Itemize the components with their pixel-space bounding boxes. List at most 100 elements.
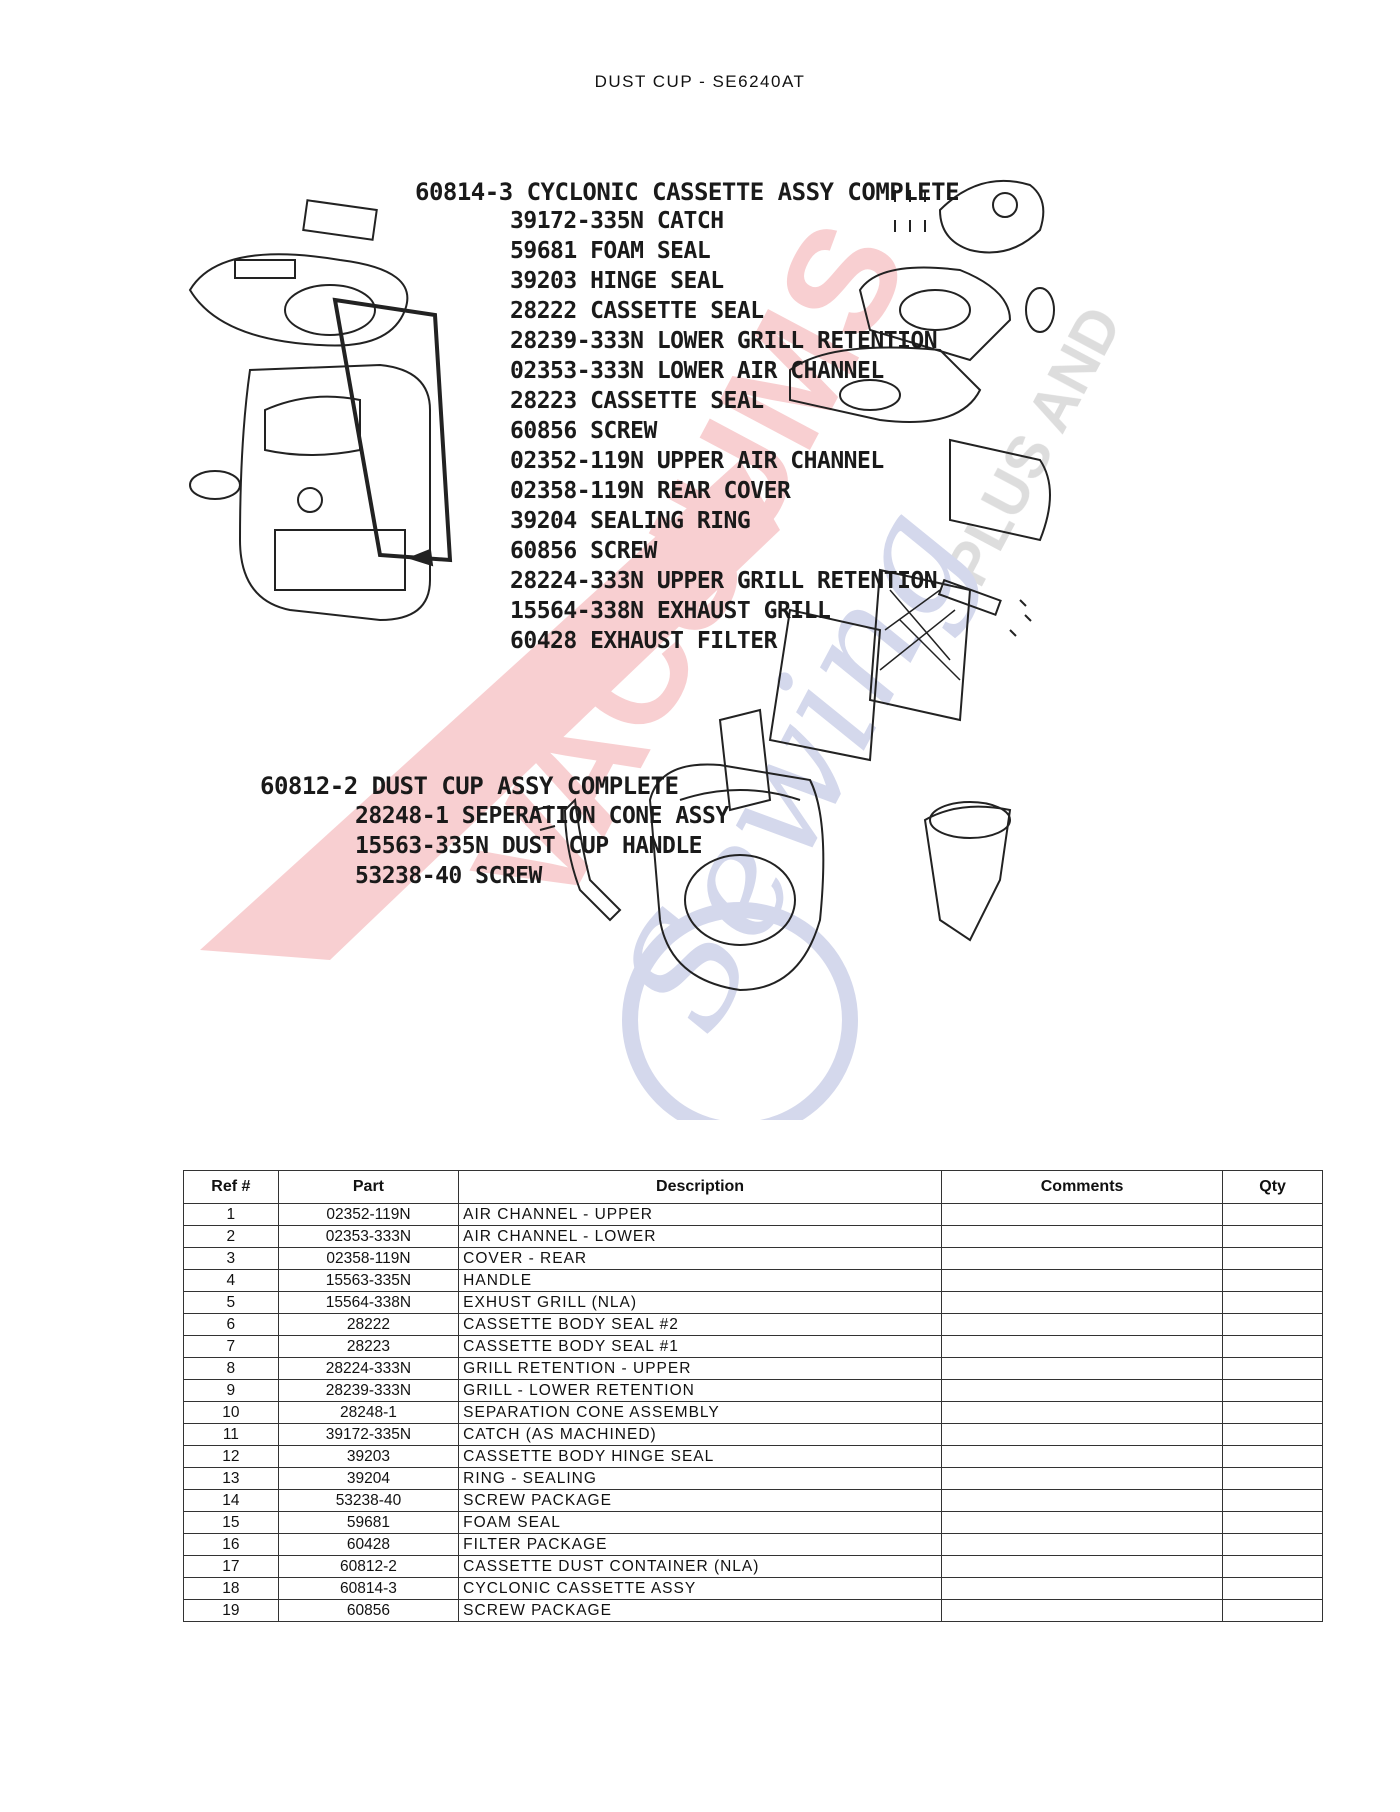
separation-cone-part: [718, 708, 772, 812]
dust-cup-opening: [679, 789, 801, 801]
lower-air-channel-part: [789, 346, 982, 423]
ref-cell: 6: [183, 1313, 279, 1336]
part-cell: 28239-333N: [277, 1379, 460, 1402]
dust-cup-handle-part: [563, 797, 622, 922]
qty-cell: [1222, 1291, 1323, 1314]
housing-port: [297, 487, 323, 513]
lid-plate-part: [188, 253, 409, 347]
qty-cell: [1222, 1423, 1323, 1446]
comments-cell: [940, 1269, 1224, 1292]
header-comments: Comments: [940, 1170, 1224, 1204]
rear-cover-part: [858, 266, 1012, 362]
description-cell: CYCLONIC CASSETTE ASSY: [458, 1577, 942, 1600]
qty-cell: [1222, 1511, 1323, 1534]
gasket-frame-part: [332, 297, 453, 563]
dust-cup-inner: [684, 854, 796, 946]
ref-cell: 11: [183, 1423, 279, 1446]
ref-cell: 9: [183, 1379, 279, 1402]
qty-cell: [1222, 1225, 1323, 1248]
description-cell: CASSETTE DUST CONTAINER (NLA): [458, 1555, 942, 1578]
cassette-part-callout: 39203 HINGE SEAL: [510, 268, 724, 294]
dustcup-part-callout: 15563-335N DUST CUP HANDLE: [355, 833, 703, 859]
part-cell: 39204: [277, 1467, 460, 1490]
ref-cell: 12: [183, 1445, 279, 1468]
exploded-parts-diagram: VACUUMS PLUS AND Sewing: [180, 160, 1240, 1120]
lower-air-channel-port: [839, 379, 901, 411]
air-channel-upper-port: [992, 192, 1018, 218]
qty-cell: [1222, 1313, 1323, 1336]
filter-pad-part: [768, 608, 882, 762]
upper-grill-retention-part: [949, 438, 1051, 542]
comments-cell: [940, 1467, 1224, 1490]
dustcup-part-callout: 28248-1 SEPERATION CONE ASSY: [355, 803, 729, 829]
qty-cell: [1222, 1335, 1323, 1358]
ref-cell: 7: [183, 1335, 279, 1358]
handle-screws: [534, 805, 556, 831]
cone-assy-top: [929, 801, 1011, 839]
part-cell: 60814-3: [277, 1577, 460, 1600]
description-cell: FILTER PACKAGE: [458, 1533, 942, 1556]
ref-cell: 19: [183, 1599, 279, 1622]
qty-cell: [1222, 1489, 1323, 1512]
part-cell: 28222: [277, 1313, 460, 1336]
ref-cell: 3: [183, 1247, 279, 1270]
qty-cell: [1222, 1533, 1323, 1556]
ref-cell: 4: [183, 1269, 279, 1292]
comments-cell: [940, 1511, 1224, 1534]
cassette-part-callout: 15564-338N EXHAUST GRILL: [510, 598, 831, 624]
cassette-part-callout: 02353-333N LOWER AIR CHANNEL: [510, 358, 884, 384]
cassette-part-callout: 60856 SCREW: [510, 538, 657, 564]
dustcup-part-callout: 53238-40 SCREW: [355, 863, 542, 889]
ref-cell: 5: [183, 1291, 279, 1314]
description-cell: COVER - REAR: [458, 1247, 942, 1270]
header-ref: Ref #: [183, 1170, 279, 1204]
cassette-part-callout: 39172-335N CATCH: [510, 208, 724, 234]
qty-cell: [1222, 1599, 1323, 1622]
watermark-red-v: [200, 460, 780, 960]
part-drawings: [188, 179, 1055, 992]
ref-cell: 13: [183, 1467, 279, 1490]
part-cell: 28248-1: [277, 1401, 460, 1424]
qty-cell: [1222, 1445, 1323, 1468]
comments-cell: [940, 1599, 1224, 1622]
cassette-part-callout: 60856 SCREW: [510, 418, 657, 444]
description-cell: CASSETTE BODY SEAL #1: [458, 1335, 942, 1358]
ref-cell: 2: [183, 1225, 279, 1248]
part-cell: 15563-335N: [277, 1269, 460, 1292]
comments-cell: [940, 1423, 1224, 1446]
page-title: DUST CUP - SE6240AT: [594, 72, 806, 91]
housing-tray: [274, 529, 406, 591]
cassette-part-callout: 28239-333N LOWER GRILL RETENTION: [510, 328, 938, 354]
air-channel-upper-part: [938, 179, 1045, 254]
dustcup-assy-callout: 60812-2 DUST CUP ASSY COMPLETE: [260, 772, 679, 800]
cassette-part-callout: 28223 CASSETTE SEAL: [510, 388, 764, 414]
description-cell: CASSETTE BODY HINGE SEAL: [458, 1445, 942, 1468]
cassette-assy-callout: 60814-3 CYCLONIC CASSETTE ASSY COMPLETE: [415, 178, 960, 206]
housing-inner: [264, 395, 361, 456]
part-cell: 53238-40: [277, 1489, 460, 1512]
qty-cell: [1222, 1555, 1323, 1578]
foam-seal-part: [302, 199, 378, 241]
qty-cell: [1222, 1357, 1323, 1380]
part-cell: 60812-2: [277, 1555, 460, 1578]
ref-cell: 14: [183, 1489, 279, 1512]
comments-cell: [940, 1445, 1224, 1468]
comments-cell: [940, 1313, 1224, 1336]
description-cell: RING - SEALING: [458, 1467, 942, 1490]
ref-cell: 16: [183, 1533, 279, 1556]
description-cell: GRILL - LOWER RETENTION: [458, 1379, 942, 1402]
part-cell: 02353-333N: [277, 1225, 460, 1248]
